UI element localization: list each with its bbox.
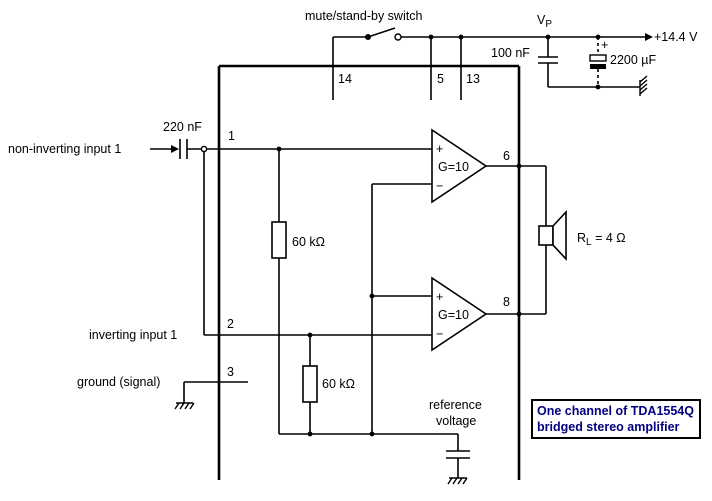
opamp-top-minus: −: [436, 179, 443, 193]
opamp-bottom-gain: G=10: [438, 308, 469, 322]
load-label: RL = 4 Ω: [577, 231, 626, 248]
supply-rail: [332, 27, 653, 100]
pin-6-label: 6: [503, 149, 510, 163]
vp-sub: P: [545, 19, 552, 30]
opamp-bottom: [431, 276, 546, 352]
input-path: [150, 139, 432, 338]
pin-3-label: 3: [227, 365, 234, 379]
speaker-icon: [538, 166, 567, 314]
opamp-bottom-plus: +: [436, 290, 443, 304]
caption-line-1: One channel of TDA1554Q: [537, 404, 694, 418]
pin-5-label: 5: [437, 72, 444, 86]
pin-1-label: 1: [228, 129, 235, 143]
cap-plus-sign: +: [601, 38, 608, 52]
rl-sub: L: [586, 237, 592, 248]
ground-signal-label: ground (signal): [77, 375, 160, 389]
opamp-top: [431, 128, 546, 204]
reference-label-line1: reference: [429, 398, 482, 412]
rl-main: R: [577, 231, 586, 245]
power-ground-icon: [639, 75, 648, 96]
caption-box: One channel of TDA1554Q bridged stereo a…: [531, 399, 701, 439]
inverting-input-label: inverting input 1: [89, 328, 177, 342]
reference-label-line2: voltage: [436, 414, 476, 428]
noninverting-input-label: non-inverting input 1: [8, 142, 121, 156]
caption-line-2: bridged stereo amplifier: [537, 420, 680, 434]
vp-main: V: [537, 13, 546, 27]
reference-ground-icon: [447, 477, 468, 485]
vp-label: VP: [537, 13, 552, 30]
reference-network: [279, 183, 470, 478]
resistor-bottom: [302, 335, 318, 434]
supply-voltage: +14.4 V: [654, 30, 698, 44]
rl-value: = 4 Ω: [592, 231, 626, 245]
opamp-bottom-minus: −: [436, 327, 443, 341]
pin-8-label: 8: [503, 295, 510, 309]
opamp-top-plus: +: [436, 142, 443, 156]
opamp-top-gain: G=10: [438, 160, 469, 174]
resistor-top: [271, 149, 287, 434]
pin-14-label: 14: [338, 72, 352, 86]
signal-ground-icon: [174, 381, 248, 410]
cap-100nf-label: 100 nF: [491, 46, 530, 60]
resistor-bottom-label: 60 kΩ: [322, 377, 355, 391]
switch-label: mute/stand-by switch: [305, 9, 422, 23]
ic-outline: [217, 64, 521, 480]
pin-13-label: 13: [466, 72, 480, 86]
cap-2200uf-label: 2200 µF: [610, 53, 656, 67]
capacitor-100nf: [538, 37, 558, 87]
cap-220nf-label: 220 nF: [163, 120, 202, 134]
resistor-top-label: 60 kΩ: [292, 235, 325, 249]
pin-2-label: 2: [227, 317, 234, 331]
capacitor-2200uf: [548, 37, 640, 90]
